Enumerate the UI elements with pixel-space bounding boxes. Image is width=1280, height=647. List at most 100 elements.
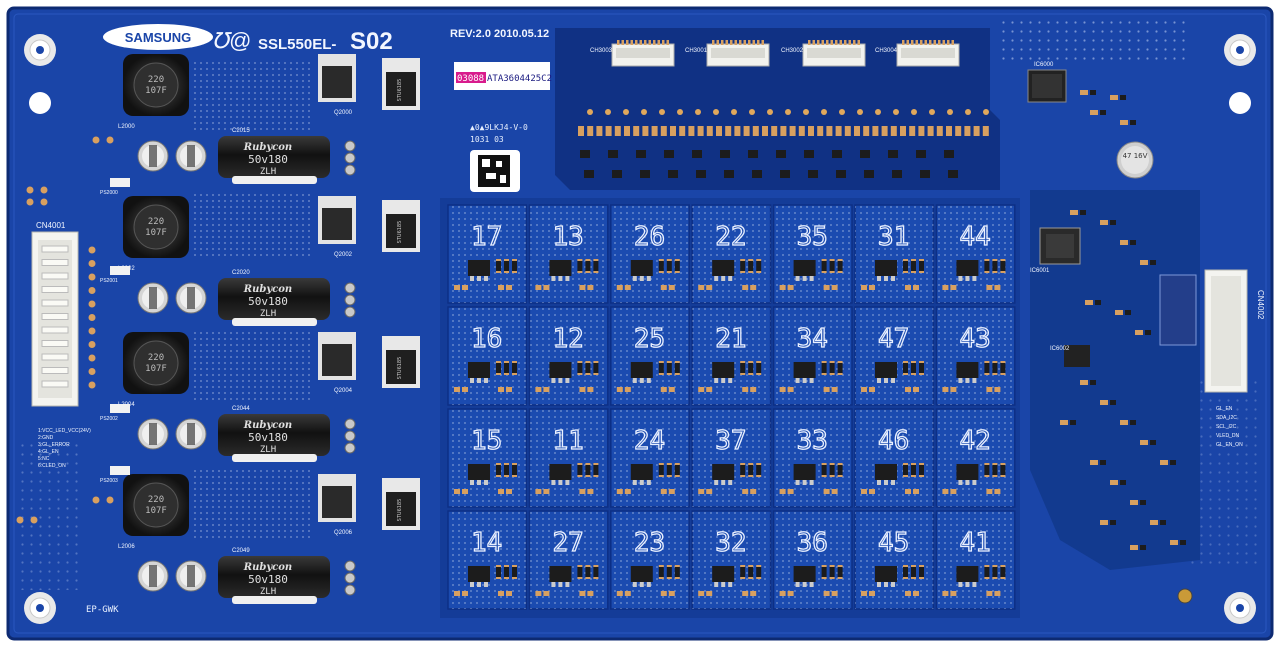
batch-code: ▲0▲9LKJ4-V-0 [470,123,528,132]
power-transistor [318,196,356,244]
smd-pad [798,126,805,136]
power-transistor [318,332,356,380]
svg-text:Rubycon: Rubycon [243,562,292,573]
smd-pad [651,126,658,136]
zone-number: 17 [471,222,502,252]
smd-pad [854,126,860,136]
svg-text:ZLH: ZLH [260,445,276,455]
inductor-label: L2006 [118,544,135,550]
ic-controller: IC6002 [1050,274,1197,367]
svg-text:2:GND: 2:GND [38,435,54,441]
small-capacitor [175,140,207,172]
smd-pad [863,126,870,136]
svg-text:CN4002: CN4002 [1256,290,1265,320]
zone-number: 25 [634,324,665,354]
dimming-zone-36: 36 [772,510,853,610]
smd-pad [789,126,796,136]
fuse-label: PS2002 [100,416,118,422]
smd-pad [725,126,732,136]
mounting-hole-br [1224,592,1256,624]
dimming-zone-15: 15 [447,408,528,508]
smd-pad [624,126,630,136]
connector-ch3001[interactable]: CH3001 [685,40,770,67]
smd-pad [890,126,897,136]
dimming-zone-25: 25 [610,306,690,406]
zone-number: 26 [634,222,665,252]
svg-text:220: 220 [148,75,164,85]
zone-number: 36 [797,528,828,558]
small-capacitor [137,140,169,172]
connector-ch3004[interactable]: CH3004 [875,40,960,67]
svg-text:SCL_I2C: SCL_I2C [1216,424,1237,430]
smd-pad [964,126,971,136]
power-transistor [318,54,356,102]
dimming-zone-35: 35 [772,204,853,304]
dimming-zone-46: 46 [854,408,935,508]
zone-number: 23 [634,528,665,558]
zone-number: 16 [471,324,502,354]
svg-text:S02: S02 [350,28,393,55]
zone-number: 35 [797,222,828,252]
smd-pad [596,126,603,136]
smd-pad [946,126,952,136]
smd-pad [780,126,787,136]
dimming-zone-11: 11 [528,408,609,508]
zone-number: 46 [878,426,909,456]
svg-text:SDA_I2C: SDA_I2C [1216,415,1237,421]
fuse-label: PS2000 [100,190,118,196]
revision-label: REV:2.0 2010.05.12 [450,28,549,40]
smd-pad [633,126,640,136]
transistor-label: Q2004 [334,388,353,394]
connector-label: CH3003 [590,48,613,54]
connector-ch3002[interactable]: CH3002 [781,40,866,67]
via-hole-right [1229,92,1251,114]
dimming-zone-32: 32 [691,510,772,610]
samsung-logo: SAMSUNG [103,24,213,50]
connector-ch3003[interactable]: CH3003 [590,40,675,67]
zone-number: 15 [471,426,502,456]
zone-number: 47 [878,324,909,354]
smd-pad [936,126,943,136]
zone-number: 37 [715,426,746,456]
svg-text:107F: 107F [145,228,167,238]
dimming-zone-34: 34 [772,306,853,406]
connector-label: CH3001 [685,48,708,54]
zone-number: 41 [959,528,990,558]
connector-cn4002[interactable]: CN4002 [1204,269,1265,393]
svg-text:1:VCC_LED_VCC(24V): 1:VCC_LED_VCC(24V) [38,428,91,434]
smd-pad [973,126,980,136]
svg-text:220: 220 [148,217,164,227]
connector-label: CH3002 [781,48,804,54]
zone-number: 13 [552,222,583,252]
svg-text:Rubycon: Rubycon [243,284,292,295]
mounting-hole-bl [24,592,56,624]
dimming-zone-24: 24 [610,408,690,508]
svg-text:Rubycon: Rubycon [243,142,292,153]
dimming-zone-23: 23 [610,510,690,610]
dimming-zone-43: 43 [935,306,1016,406]
connector-label: CH3004 [875,48,898,54]
svg-text:ZLH: ZLH [260,587,276,597]
svg-text:STU6185: STU6185 [397,499,403,522]
smd-pad [982,126,989,136]
power-transistor [318,474,356,522]
smd-pad [605,126,612,136]
svg-text:ZLH: ZLH [260,309,276,319]
smd-pad [697,126,704,136]
svg-text:50v180: 50v180 [248,153,288,166]
small-capacitor [137,282,169,314]
capacitor-label: C2049 [232,548,250,554]
zone-number: 31 [878,222,909,252]
mosfet: STU6185 [382,200,420,252]
svg-text:5:NC: 5:NC [38,456,50,462]
zone-number: 24 [634,426,665,456]
smd-pad [679,126,686,136]
led-legend: 1:VCC_LED_VCC(24V)2:GND3:GL_ERROR4:GL_EN… [38,428,91,469]
zone-number: 45 [878,528,909,558]
